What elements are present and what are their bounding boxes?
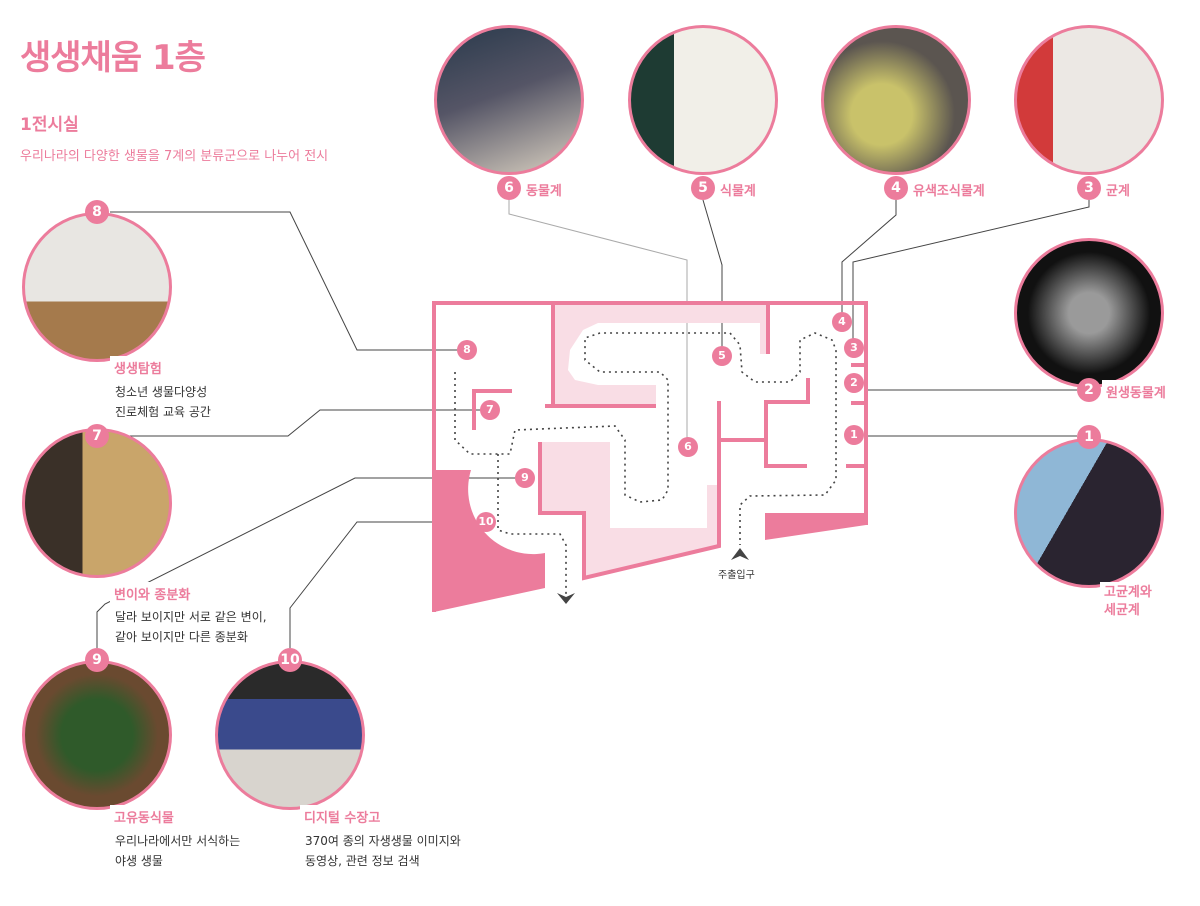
badge-6: 6 [497,176,521,200]
leader-8 [110,211,466,351]
leader-5 [702,199,723,355]
map-marker-10[interactable]: 10 [476,512,496,532]
desc-variation: 달라 보이지만 서로 같은 변이,같아 보이지만 다른 종분화 [115,610,267,644]
map-marker-2[interactable]: 2 [844,373,864,393]
badge-2: 2 [1077,378,1101,402]
label-variation: 변이와 종분화 [110,582,195,605]
photo-digital-archive [215,660,365,810]
photo-exploration [22,212,172,362]
label-chromista: 유색조식물계 [909,178,989,201]
map-marker-1[interactable]: 1 [844,425,864,445]
photo-fungi [1014,25,1164,175]
leader-9 [96,477,525,648]
photo-plant-kingdom [628,25,778,175]
map-marker-6[interactable]: 6 [678,437,698,457]
photo-variation [22,428,172,578]
leader-7 [110,409,490,437]
map-marker-5[interactable]: 5 [712,346,732,366]
entrance-label: 주출입구 [718,570,755,581]
badge-8: 8 [85,200,109,224]
label-exploration: 생생탐험 [110,356,166,379]
label-protozoa: 원생동물계 [1102,380,1170,403]
photo-protozoa [1014,238,1164,388]
badge-7: 7 [85,424,109,448]
leader-10 [289,521,485,648]
room-title: 1전시실 [20,115,79,135]
label-animal-kingdom: 동물계 [522,178,566,201]
badge-9: 9 [85,648,109,672]
photo-animal-kingdom [434,25,584,175]
label-fungi: 균계 [1102,178,1134,201]
photo-archaea-bacteria [1014,438,1164,588]
map-marker-7[interactable]: 7 [480,400,500,420]
label-endemic: 고유동식물 [110,805,178,828]
room-description: 우리나라의 다양한 생물을 7계의 분류군으로 나누어 전시 [20,149,329,164]
badge-3: 3 [1077,176,1101,200]
badge-10: 10 [278,648,302,672]
map-marker-9[interactable]: 9 [515,468,535,488]
map-marker-4[interactable]: 4 [832,312,852,332]
badge-4: 4 [884,176,908,200]
map-marker-3[interactable]: 3 [844,338,864,358]
label-digital-archive: 디지털 수장고 [300,805,385,828]
label-plant-kingdom: 식물계 [716,178,760,201]
page-title: 생생채움 1층 [20,38,206,78]
tour-path [454,332,837,545]
leader-6 [508,200,688,447]
walls [432,301,868,612]
badge-5: 5 [691,176,715,200]
photo-endemic [22,660,172,810]
map-marker-8[interactable]: 8 [457,340,477,360]
badge-1: 1 [1077,425,1101,449]
leader-4 [841,200,897,322]
exit-arrow-icon [557,593,575,604]
label-archaea-bacteria: 고균계와 세균계 [1100,582,1156,622]
entrance-arrow-icon [731,548,749,560]
photo-chromista [821,25,971,175]
